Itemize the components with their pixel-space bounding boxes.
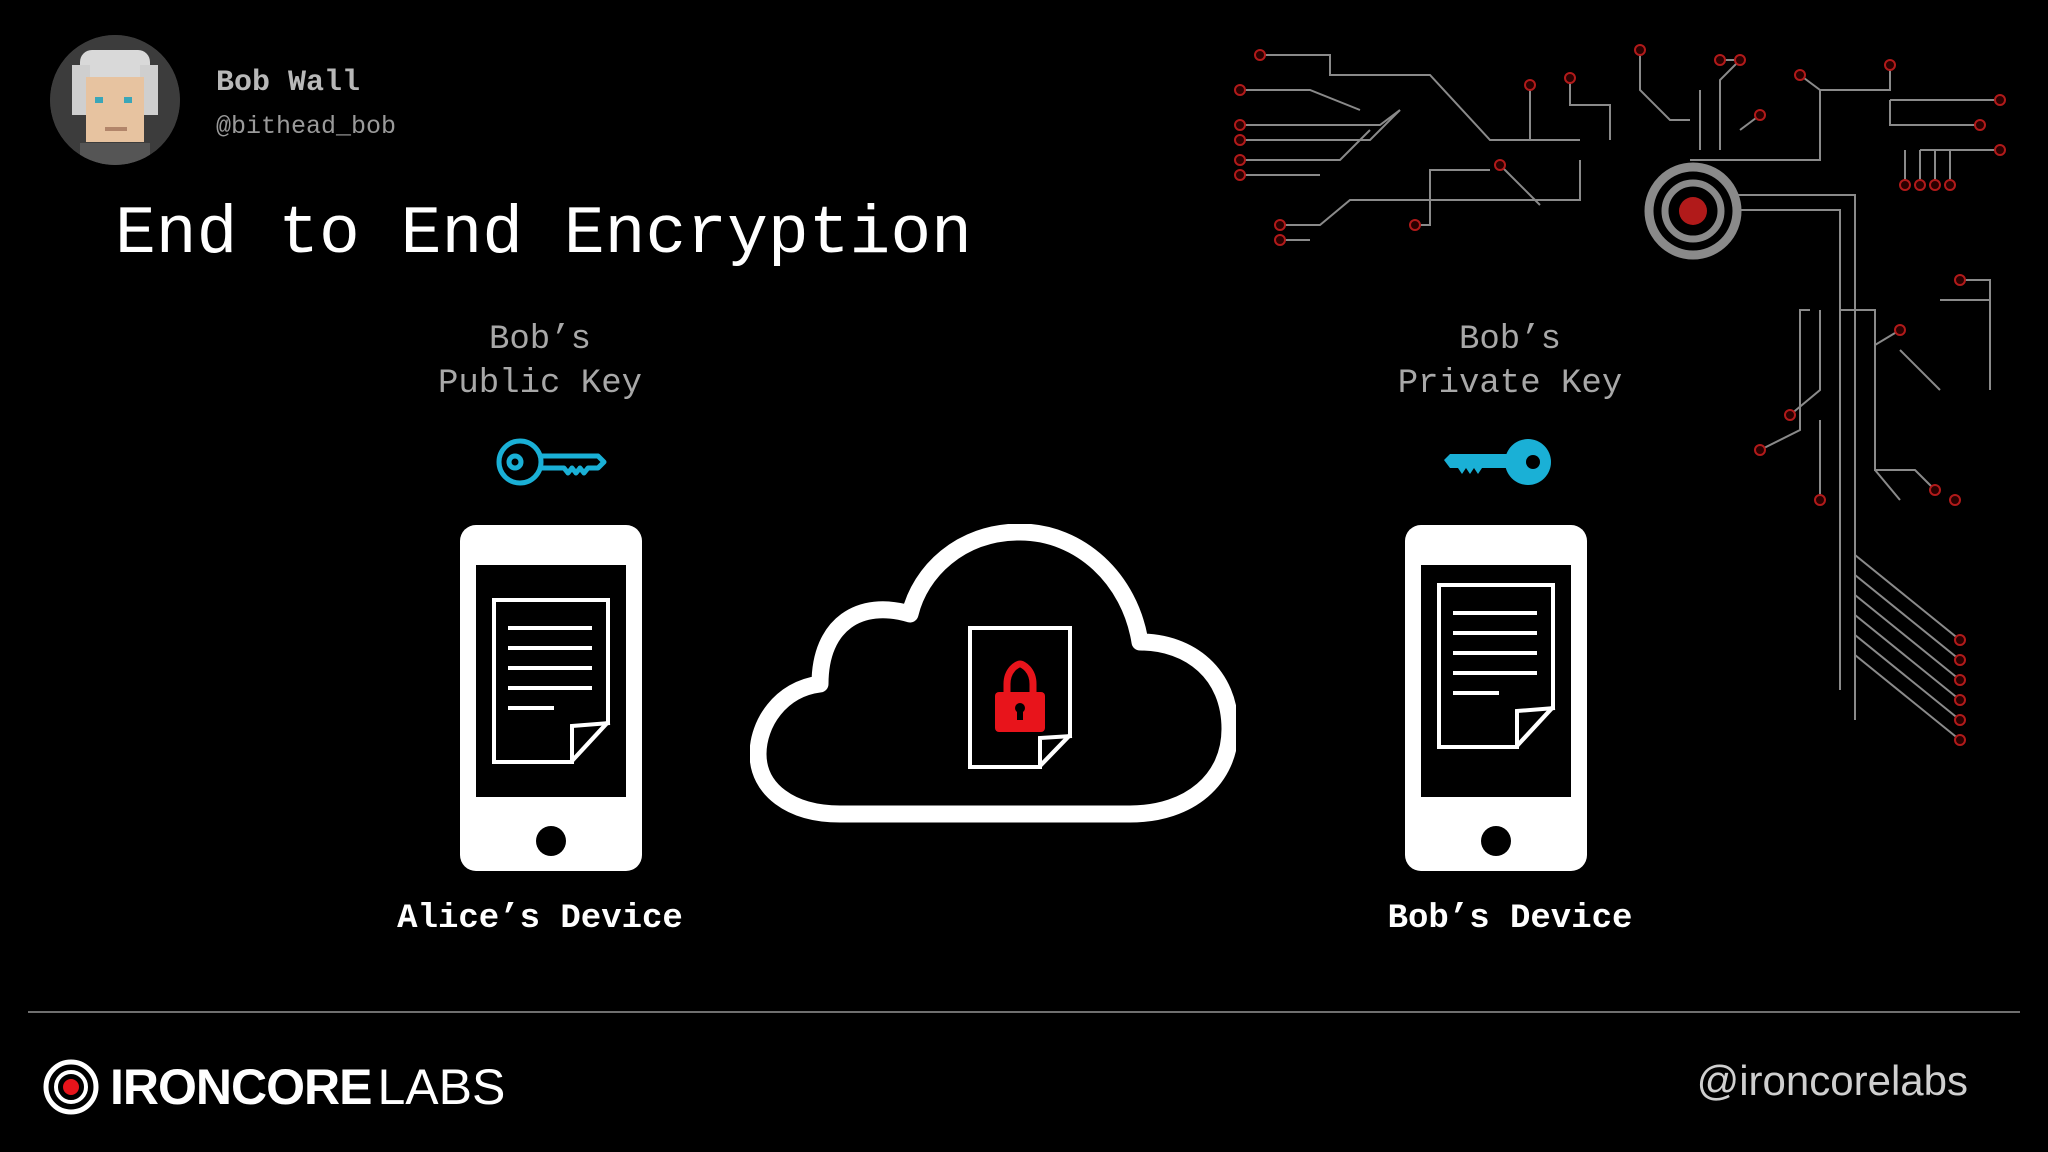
brand-name-bold: IRONCORE <box>110 1059 372 1115</box>
brand-name-light: LABS <box>377 1059 506 1115</box>
circuit-decoration <box>1234 44 2006 746</box>
document-icon <box>1437 583 1556 749</box>
public-key-label-line1: Bob’s <box>488 321 592 359</box>
bob-phone-icon <box>1405 525 1587 871</box>
alice-phone-icon <box>460 525 642 871</box>
author-name: Bob Wall <box>216 66 361 100</box>
alice-device-label: Alice’s Device <box>397 900 683 938</box>
footer-handle: @ironcorelabs <box>1696 1057 1968 1104</box>
ironcore-logo-icon <box>43 1059 99 1115</box>
lock-icon <box>995 660 1045 732</box>
locked-document-icon <box>968 626 1073 769</box>
author-handle: @bithead_bob <box>216 112 397 141</box>
cloud-icon <box>750 524 1236 823</box>
private-key-label-line1: Bob’s <box>1458 321 1562 359</box>
public-key-label: Bob’s Public Key <box>380 318 700 406</box>
ironcore-brand: IRONCORE LABS <box>42 1052 505 1122</box>
avatar-icon <box>50 35 180 165</box>
bob-device-label: Bob’s Device <box>1387 900 1633 938</box>
footer-divider <box>28 1011 2020 1013</box>
public-key-label-line2: Public Key <box>437 365 643 403</box>
private-key-icon <box>1444 439 1551 485</box>
document-icon <box>492 598 611 764</box>
avatar <box>50 35 180 165</box>
public-key-icon <box>496 438 607 486</box>
slide-title: End to End Encryption <box>115 196 972 273</box>
private-key-label-line2: Private Key <box>1397 365 1623 403</box>
private-key-label: Bob’s Private Key <box>1350 318 1670 406</box>
ironcore-circuit-logo-icon <box>1644 162 1742 260</box>
